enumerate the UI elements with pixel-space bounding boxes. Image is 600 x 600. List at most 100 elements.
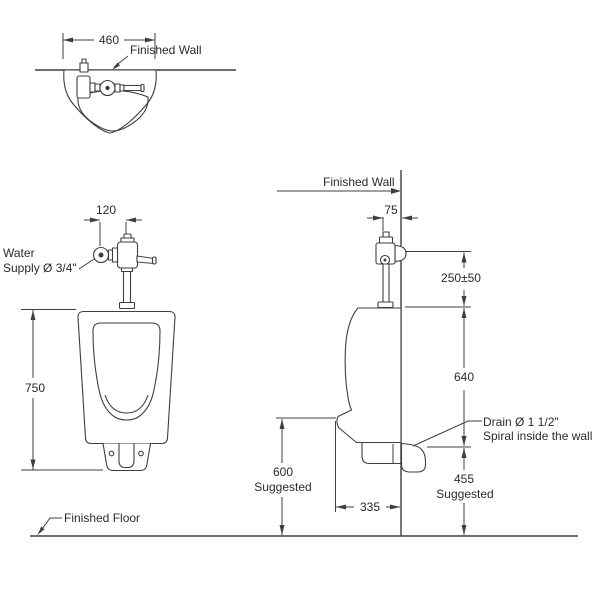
plan-supply-inlet-center	[105, 85, 110, 91]
front-spud-bolt-hole	[138, 450, 144, 457]
drain-height-dimension: 455 Suggested	[436, 448, 494, 535]
front-valve-pipe-flange	[118, 301, 136, 310]
floor-label: Finished Floor	[64, 511, 140, 525]
water-supply-label-line2: Supply Ø 3/4"	[3, 261, 77, 275]
dimension-arrow	[461, 296, 467, 306]
plan-width-value: 460	[99, 33, 119, 47]
dimension-arrow	[30, 459, 36, 470]
plan-valve-connector	[119, 84, 125, 92]
plan-wall-callout: Finished Wall	[112, 43, 202, 70]
side-wall-label: Finished Wall	[323, 175, 395, 189]
dimension-arrow	[461, 252, 467, 263]
side-urinal-profile	[336, 307, 402, 444]
side-valve-cap	[378, 236, 394, 244]
drain-label-line2: Spiral inside the wall	[483, 429, 592, 443]
front-supply-inlet-center	[98, 252, 104, 258]
plan-valve-connector	[94, 83, 101, 92]
side-drain-spud	[361, 443, 401, 465]
leader-arrow	[37, 526, 45, 535]
front-valve-handle-cap	[151, 256, 157, 265]
dimension-arrow	[145, 37, 155, 43]
side-view: Finished Wall 75	[254, 170, 592, 536]
front-view: 120 Water Supply Ø 3/4"	[3, 203, 176, 472]
front-supply-connector	[107, 249, 114, 261]
dimension-arrow	[336, 504, 346, 510]
front-flush-valve	[92, 233, 157, 310]
plan-flush-valve	[76, 58, 145, 99]
dimension-arrow	[461, 436, 467, 446]
rim-height-dimension: 600 Suggested	[254, 417, 336, 535]
plan-supply-stub	[79, 62, 89, 73]
front-drain-spud	[102, 443, 152, 472]
depth-dimension: 335	[335, 421, 400, 514]
side-valve-pipe-flange	[377, 301, 394, 309]
dimension-arrow	[63, 37, 73, 43]
front-valve-top-knob	[123, 233, 132, 239]
front-water-supply-callout: Water Supply Ø 3/4"	[3, 246, 96, 275]
side-spud-outline	[361, 443, 401, 465]
plan-valve-handle	[123, 84, 142, 92]
dimension-arrow	[461, 525, 467, 535]
front-height-value: 750	[25, 381, 45, 395]
front-spud-outlet	[118, 443, 135, 469]
leader-arrow	[112, 62, 120, 70]
side-drain-elbow	[400, 442, 427, 473]
rim-to-drain-value: 640	[454, 370, 474, 384]
plan-valve-connector	[89, 82, 96, 93]
leader-line	[412, 420, 482, 447]
plan-valve-connector	[114, 83, 121, 93]
side-flush-valve	[375, 231, 407, 309]
drain-height-note: Suggested	[436, 487, 493, 501]
front-urinal-bowl	[92, 322, 161, 421]
water-supply-label-line1: Water	[3, 246, 35, 260]
leader-line	[39, 517, 62, 533]
side-valve-wall-dimension: 75	[367, 203, 418, 231]
plan-valve-handle-cap	[140, 83, 145, 93]
front-bowl-sump-line	[104, 394, 149, 414]
side-valve-pipe	[382, 263, 390, 303]
side-valve-handle-knob	[394, 244, 407, 263]
leader-line	[78, 258, 96, 270]
front-spud-bolt-hole	[108, 450, 115, 457]
drain-label-line1: Drain Ø 1 1/2"	[483, 415, 559, 429]
drain-callout: Drain Ø 1 1/2" Spiral inside the wall	[412, 415, 592, 447]
front-urinal-body	[77, 310, 176, 445]
plan-valve-body	[76, 75, 91, 99]
front-valve-offset-dimension: 120	[84, 203, 142, 246]
rim-to-drain-dimension: 640	[454, 308, 474, 446]
side-wall-callout: Finished Wall	[277, 175, 401, 194]
side-valve-top-stub	[382, 231, 390, 238]
side-valve-stop-center	[383, 258, 387, 262]
floor-callout: Finished Floor	[37, 511, 140, 535]
dimension-arrow	[373, 215, 383, 221]
plan-wall-label: Finished Wall	[130, 43, 202, 57]
floor: Finished Floor	[30, 511, 578, 537]
depth-value: 335	[360, 500, 380, 514]
dimension-arrow	[90, 217, 100, 223]
plan-width-dimension: 460	[62, 33, 156, 59]
rim-height-value: 600	[273, 465, 293, 479]
dimension-arrow	[279, 419, 285, 429]
leader-arrow	[391, 188, 401, 194]
dimension-arrow	[461, 308, 467, 318]
front-height-dimension: 750	[21, 309, 103, 471]
dimension-arrow	[30, 310, 36, 320]
supply-height-value: 250±50	[441, 271, 481, 285]
side-valve-wall-value: 75	[384, 203, 398, 217]
dimension-arrow	[390, 504, 400, 510]
dimension-arrow	[126, 217, 136, 223]
dimension-arrow	[402, 215, 412, 221]
supply-height-dimension: 250±50	[441, 252, 481, 306]
front-valve-pipe	[122, 267, 132, 305]
dimension-arrow	[279, 525, 285, 535]
rim-height-note: Suggested	[254, 480, 311, 494]
dimension-arrow	[461, 448, 467, 458]
front-valve-body	[116, 241, 139, 269]
plan-view: 460 Finished Wall	[35, 33, 236, 134]
front-supply-connector	[111, 247, 119, 263]
front-valve-offset-value: 120	[96, 203, 116, 217]
front-valve-handle	[136, 255, 155, 265]
drain-height-value: 455	[454, 472, 474, 486]
